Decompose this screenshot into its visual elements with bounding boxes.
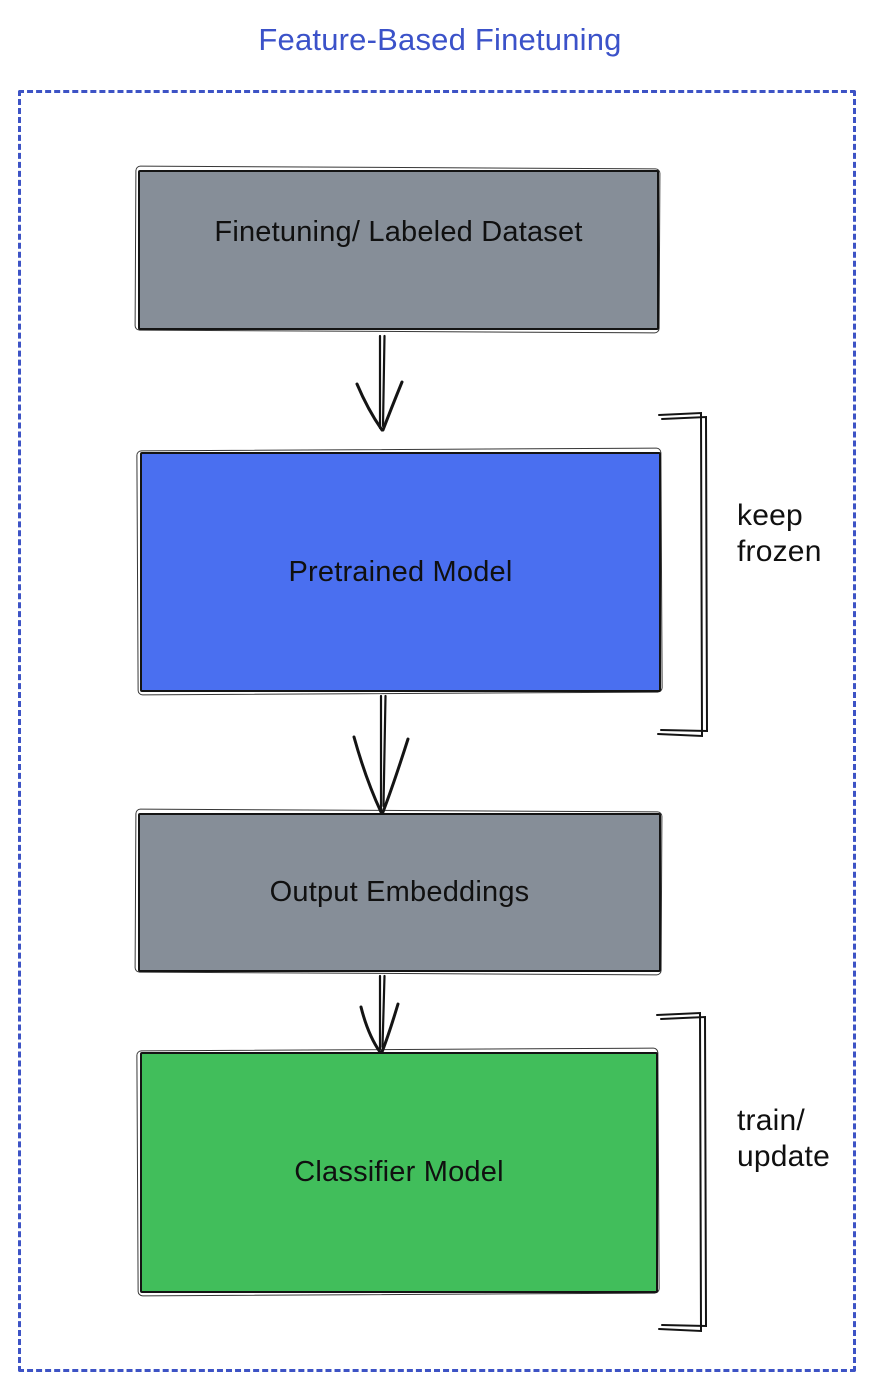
annotation-line: keep <box>737 499 803 532</box>
node-label: Output Embeddings <box>269 876 530 908</box>
dashed-frame <box>18 90 856 1372</box>
annotation-keep-frozen: keep frozen <box>737 498 822 570</box>
node-label: Classifier Model <box>294 1156 504 1188</box>
annotation-line: frozen <box>737 535 822 568</box>
annotation-train-update: train/ update <box>737 1103 830 1175</box>
node-label: Pretrained Model <box>288 555 513 588</box>
node-label: Finetuning/ Labeled Dataset <box>214 215 583 248</box>
node-classifier-model: Classifier Model <box>140 1052 658 1293</box>
node-output-embeddings: Output Embeddings <box>138 813 661 972</box>
annotation-line: update <box>737 1140 830 1173</box>
diagram-title: Feature-Based Finetuning <box>258 22 622 57</box>
annotation-line: train/ <box>737 1104 805 1137</box>
node-pretrained-model: Pretrained Model <box>140 452 661 692</box>
node-finetuning-dataset: Finetuning/ Labeled Dataset <box>138 170 659 330</box>
